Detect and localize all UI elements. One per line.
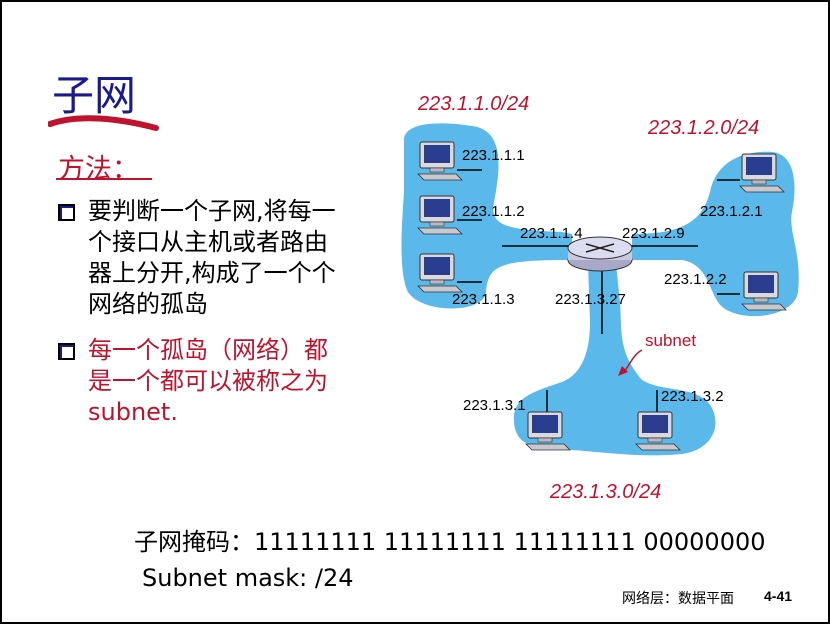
ip-label: 223.1.3.27	[555, 291, 626, 308]
subnet-region-223-1-3	[513, 264, 716, 456]
ip-label: 223.1.2.2	[664, 271, 727, 288]
subnet-mask-prefix: Subnet mask: /24	[142, 564, 354, 592]
bullet-square-icon	[58, 204, 75, 221]
bullet-text-1: 要判断一个子网,将每一 个接口从主机或者路由 器上分开,构成了一个个 网络的孤岛	[88, 197, 336, 318]
ip-label: 223.1.1.2	[462, 203, 525, 220]
bullet-text-2: 每一个孤岛（网络）都 是一个都可以被称之为 subnet.	[88, 336, 328, 426]
ip-label: 223.1.2.1	[700, 203, 763, 220]
ip-label: 223.1.2.9	[622, 225, 685, 242]
ip-label: 223.1.3.1	[463, 397, 526, 414]
method-underline	[56, 178, 152, 180]
ip-label: 223.1.3.2	[661, 388, 724, 405]
network-label-3: 223.1.3.0/24	[549, 481, 661, 503]
network-label-2: 223.1.2.0/24	[647, 117, 759, 139]
network-label-1: 223.1.1.0/24	[417, 93, 529, 115]
ip-label: 223.1.1.1	[462, 147, 525, 164]
page-number: 4-41	[764, 588, 793, 604]
ip-label: 223.1.1.3	[452, 291, 515, 308]
subnet-callout-label: subnet	[645, 331, 696, 350]
router-icon	[567, 236, 633, 272]
footer-chapter: 网络层：数据平面	[622, 591, 734, 607]
bullet-square-icon	[58, 343, 75, 360]
ip-label: 223.1.1.4	[520, 225, 583, 242]
subnet-mask-binary: 子网掩码：11111111 11111111 11111111 00000000	[134, 528, 766, 556]
title-brush-underline	[48, 115, 159, 131]
slide-title: 子网	[52, 71, 137, 120]
